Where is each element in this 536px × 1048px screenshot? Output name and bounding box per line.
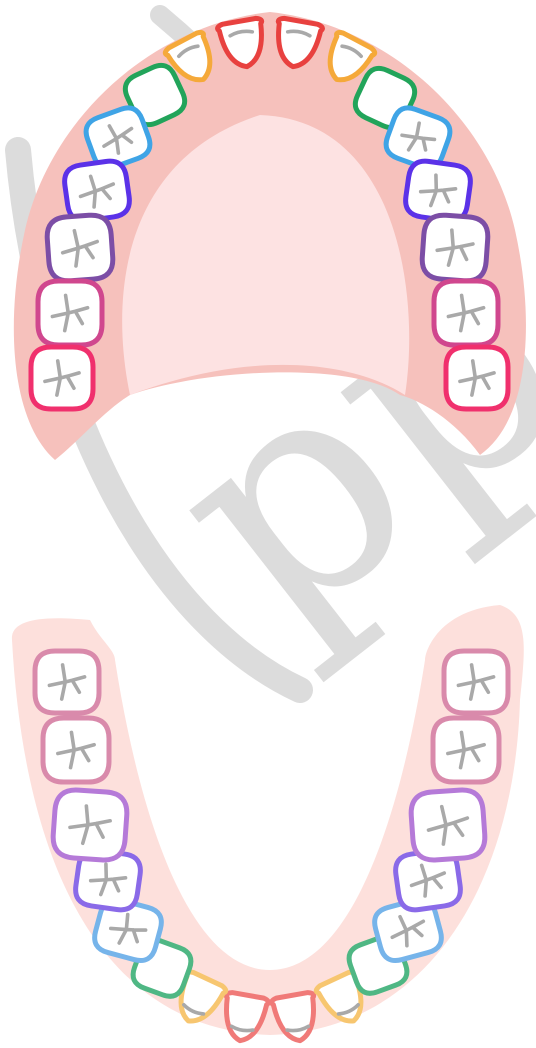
lower-right-central-incisor-outline: [219, 992, 269, 1045]
upper-right-premolar-1[interactable]: [46, 214, 114, 282]
upper-right-premolar-2[interactable]: [38, 281, 102, 345]
upper-left-first-molar[interactable]: [446, 347, 508, 409]
lower-left-premolar-2[interactable]: [433, 718, 499, 782]
lower-left-first-molar[interactable]: [444, 651, 508, 713]
upper-left-premolar-2[interactable]: [434, 281, 498, 345]
lower-left-central-incisor[interactable]: [271, 992, 321, 1045]
lower-left-central-incisor-outline: [271, 992, 321, 1045]
lower-right-premolar-2[interactable]: [43, 718, 109, 782]
upper-left-premolar-1[interactable]: [421, 214, 489, 282]
lower-right-first-molar[interactable]: [35, 651, 99, 713]
lower-left-premolar-1[interactable]: [410, 789, 487, 862]
upper-right-first-molar[interactable]: [31, 347, 93, 409]
lower-right-premolar-1[interactable]: [52, 789, 129, 862]
lower-right-central-incisor[interactable]: [219, 992, 269, 1045]
